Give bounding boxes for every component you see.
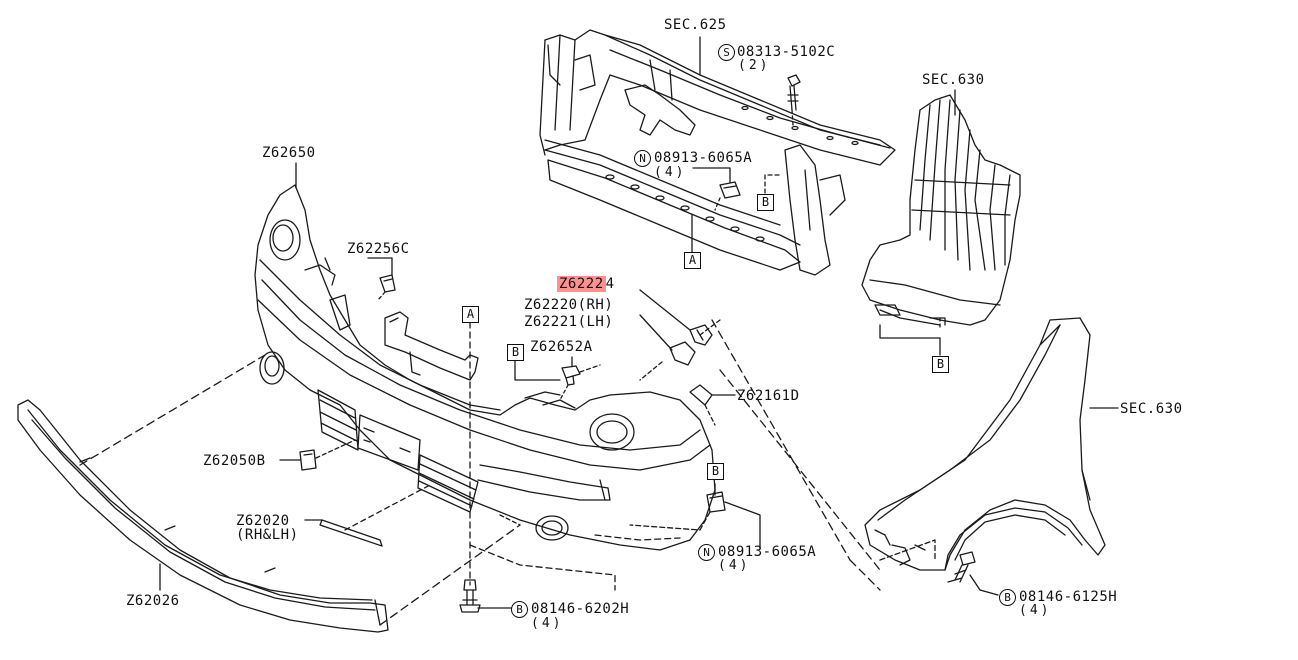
clip-z62256c xyxy=(367,257,396,301)
bolt-bottom xyxy=(459,579,513,613)
label-nut-bottom: 08913-6065A xyxy=(718,544,817,560)
label-bolt-bottom-qty: (4) xyxy=(531,616,564,631)
bolt-fender xyxy=(947,551,999,596)
radiator-core-support xyxy=(539,29,896,276)
label-sec630-top: SEC.630 xyxy=(922,72,985,88)
label-z62161d: Z62161D xyxy=(737,388,800,404)
label-bolt-fender: 08146-6125H xyxy=(1019,589,1118,605)
center-bracket xyxy=(384,311,479,381)
nut-bottom xyxy=(629,483,761,549)
label-z62026: Z62026 xyxy=(126,593,180,609)
label-bolt-top-qty: (2) xyxy=(738,58,771,73)
ref-box-a-top: A xyxy=(684,252,701,269)
ref-box-b-right: B xyxy=(932,356,949,373)
label-bolt-top: 08313-5102C xyxy=(737,44,836,60)
clip-z62050b xyxy=(279,439,356,471)
clip-z62161d xyxy=(689,384,736,426)
bracket-z62220 xyxy=(639,289,721,381)
ref-box-b-top: B xyxy=(757,194,774,211)
label-z62020-sub: (RH&LH) xyxy=(236,527,299,543)
front-fender xyxy=(864,317,1106,571)
label-z62020: Z62020 xyxy=(236,513,290,529)
b-circle-marker-fender: B xyxy=(999,589,1016,606)
nut-top xyxy=(692,167,741,211)
label-z62050b: Z62050B xyxy=(203,453,266,469)
label-z62652a: Z62652A xyxy=(530,339,593,355)
label-z62221: Z62221(LH) xyxy=(524,314,614,330)
label-z62650: Z62650 xyxy=(262,145,316,161)
ref-box-a-middle: A xyxy=(462,306,479,323)
clip-z62652a xyxy=(559,356,601,401)
label-z62256c: Z62256C xyxy=(347,241,410,257)
n-circle-marker-bottom: N xyxy=(698,544,715,561)
label-nut-bottom-qty: (4) xyxy=(718,558,751,573)
bolt-top xyxy=(787,74,801,126)
label-bolt-fender-qty: (4) xyxy=(1019,603,1052,618)
ref-box-b-bottom: B xyxy=(707,463,724,480)
s-circle-marker: S xyxy=(718,44,735,61)
ref-box-b-left: B xyxy=(507,344,524,361)
label-sec625: SEC.625 xyxy=(664,17,727,33)
molding-z62020 xyxy=(304,484,431,547)
label-z62222-tail: 4 xyxy=(605,276,615,292)
bumper-fascia xyxy=(254,184,716,551)
spoiler-z62026 xyxy=(17,399,389,633)
label-sec630-side: SEC.630 xyxy=(1120,401,1183,417)
n-circle-marker-top: N xyxy=(634,150,651,167)
wheel-housing xyxy=(861,94,1021,356)
label-z62220: Z62220(RH) xyxy=(524,297,614,313)
label-nut-top: 08913-6065A xyxy=(654,150,753,166)
b-circle-marker-bottom: B xyxy=(511,601,528,618)
label-bolt-bottom: 08146-6202H xyxy=(531,601,630,617)
label-z62222-highlight: Z6222 xyxy=(557,276,606,292)
label-nut-top-qty: (4) xyxy=(654,165,687,180)
